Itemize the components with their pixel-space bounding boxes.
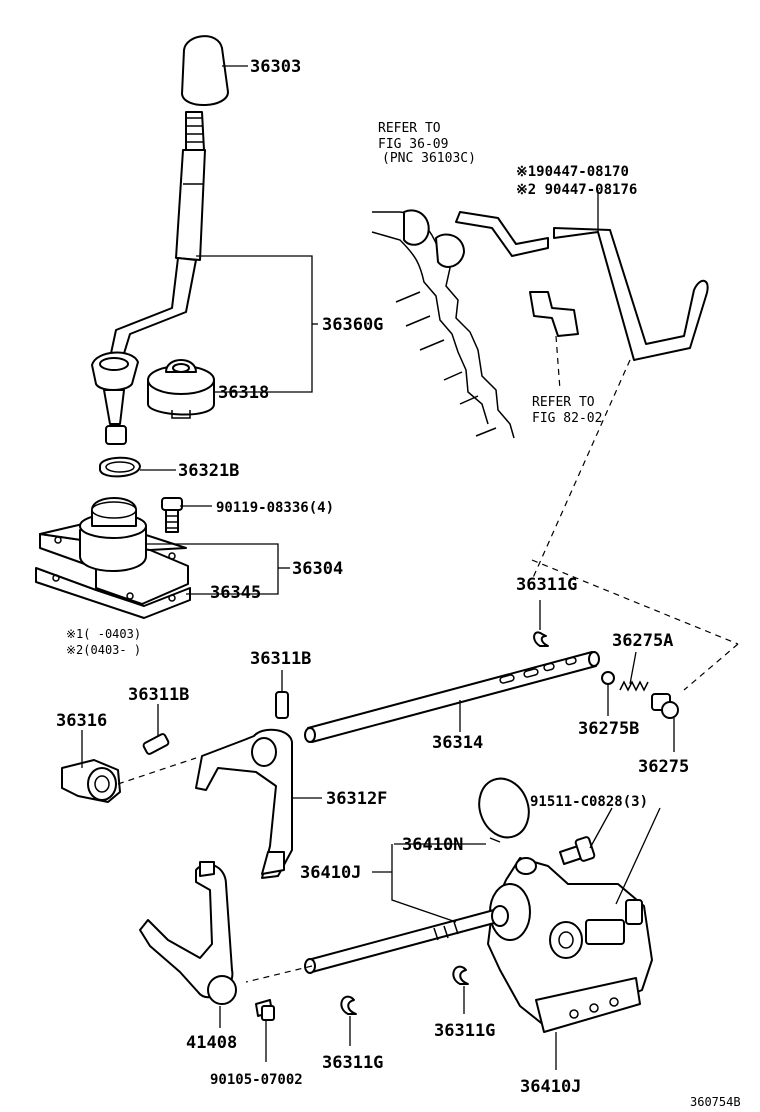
ref1-line3: (PNC 36103C) — [382, 151, 476, 166]
label-90105: 90105-07002 — [210, 1072, 303, 1088]
control-tube — [455, 211, 709, 361]
label-36311b-b: 36311B — [128, 685, 189, 705]
label-36360g: 36360G — [322, 315, 383, 335]
ref2-line2: FIG 82-02 — [532, 411, 602, 426]
label-36316: 36316 — [56, 711, 107, 731]
lever-retainer — [35, 497, 191, 619]
figure-code: 360754B — [690, 1095, 741, 1109]
label-36410j-a: 36410J — [300, 863, 361, 883]
snap-ring-36311g-top — [533, 631, 549, 647]
pin-36311b-upper — [275, 691, 289, 719]
label-36311g-c: 36311G — [434, 1021, 495, 1041]
snap-ring — [99, 456, 141, 478]
label-36410n: 36410N — [402, 835, 463, 855]
label-36304: 36304 — [292, 559, 343, 579]
lever-seat — [147, 359, 215, 419]
ref1-line2: FIG 36-09 — [378, 137, 448, 152]
label-36303: 36303 — [250, 57, 301, 77]
ref1-line1: REFER TO — [378, 121, 441, 136]
bolt-90105 — [255, 999, 275, 1021]
shift-lever — [91, 111, 206, 445]
ref2-line1: REFER TO — [532, 395, 595, 410]
label-90119: 90119-08336(4) — [216, 500, 334, 516]
label-36318: 36318 — [218, 383, 269, 403]
bolt-90119 — [161, 497, 183, 533]
note-1: ※1( -0403) — [66, 627, 141, 641]
shift-fork-upper — [195, 728, 293, 879]
label-90447-b: ※2 90447-08176 — [516, 182, 637, 198]
shift-fork-shaft — [304, 651, 600, 743]
label-36311g-top: 36311G — [516, 575, 577, 595]
bolt-91511 — [559, 836, 596, 865]
snap-ring-36311g-mid — [452, 965, 469, 985]
snap-ring-36311g-low — [340, 995, 357, 1015]
note-2: ※2(0403- ) — [66, 643, 141, 657]
o-ring — [478, 777, 530, 839]
shift-knob — [181, 35, 229, 107]
label-36311b-a: 36311B — [250, 649, 311, 669]
label-36312f: 36312F — [326, 789, 387, 809]
label-36314: 36314 — [432, 733, 483, 753]
label-36275: 36275 — [638, 757, 689, 777]
detent-parts — [601, 671, 679, 719]
label-36410j-b: 36410J — [520, 1077, 581, 1097]
leader-lines — [81, 65, 675, 1070]
label-41408: 41408 — [186, 1033, 237, 1053]
label-36311g-b: 36311G — [322, 1053, 383, 1073]
pin-36311b-lower — [142, 733, 170, 755]
label-36275b: 36275B — [578, 719, 639, 739]
label-36321b: 36321B — [178, 461, 239, 481]
label-36345: 36345 — [210, 583, 261, 603]
transmission-case-ref — [371, 209, 579, 439]
label-91511: 91511-C0828(3) — [530, 794, 648, 810]
shift-fork-lower — [139, 861, 237, 1005]
shift-head — [61, 757, 197, 803]
label-36275a: 36275A — [612, 631, 673, 651]
extension-housing — [487, 857, 653, 1033]
lower-shaft — [245, 905, 509, 983]
label-90447-a: ※190447-08170 — [516, 164, 629, 180]
